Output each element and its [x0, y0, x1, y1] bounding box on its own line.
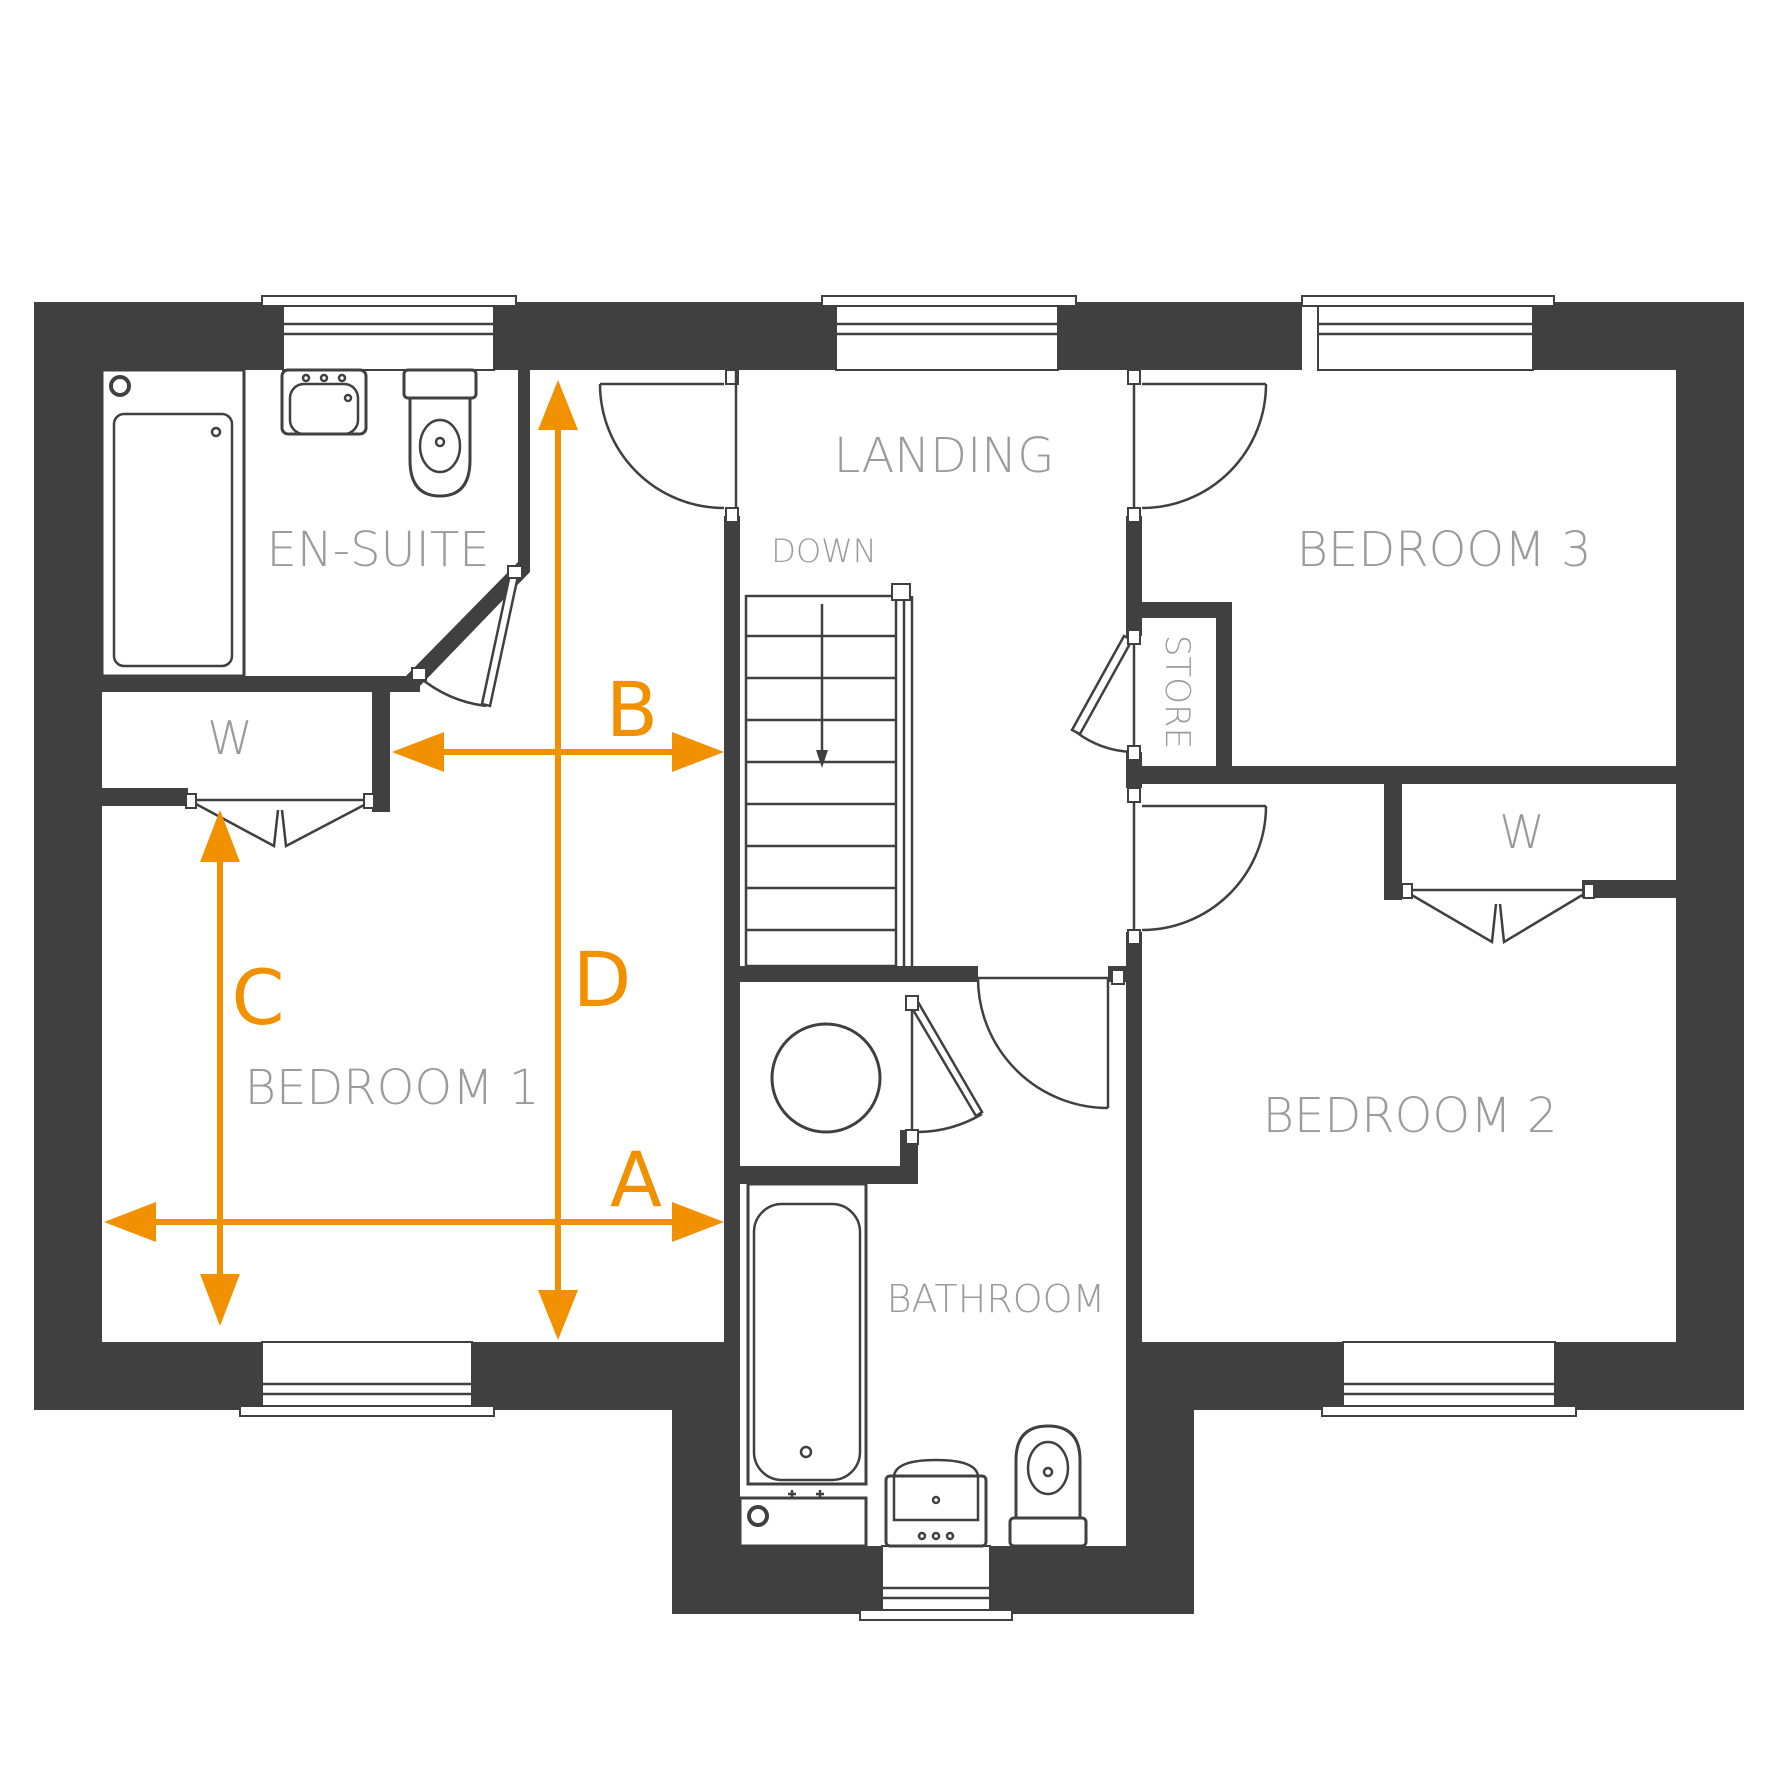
room-label-wardrobe-2: W: [1499, 805, 1544, 859]
room-label-landing: LANDING: [834, 428, 1055, 484]
room-label-bathroom: BATHROOM: [887, 1277, 1106, 1321]
dimension-label-b: B: [606, 665, 658, 754]
room-label-bedroom-2: BEDROOM 2: [1263, 1088, 1558, 1144]
dimension-label-a: A: [610, 1135, 662, 1224]
windows: [239, 295, 1577, 1621]
walls: [34, 302, 1744, 1614]
room-label-wardrobe-1: W: [207, 711, 252, 765]
room-label-en-suite: EN-SUITE: [267, 522, 490, 578]
fixtures: [100, 368, 1088, 1548]
room-label-down: DOWN: [771, 532, 876, 570]
staircase: [744, 583, 914, 968]
room-label-store: STORE: [1157, 635, 1197, 749]
dimension-label-c: C: [231, 953, 284, 1042]
doors: [185, 369, 1595, 1145]
room-labels: LANDING EN-SUITE BEDROOM 3 BEDROOM 1 BED…: [207, 428, 1591, 1321]
dimension-label-d: D: [573, 935, 632, 1024]
dimension-lines: [104, 380, 724, 1340]
dimension-labels: A B C D: [231, 665, 662, 1224]
room-label-bedroom-3: BEDROOM 3: [1297, 522, 1592, 578]
room-label-bedroom-1: BEDROOM 1: [245, 1060, 540, 1116]
